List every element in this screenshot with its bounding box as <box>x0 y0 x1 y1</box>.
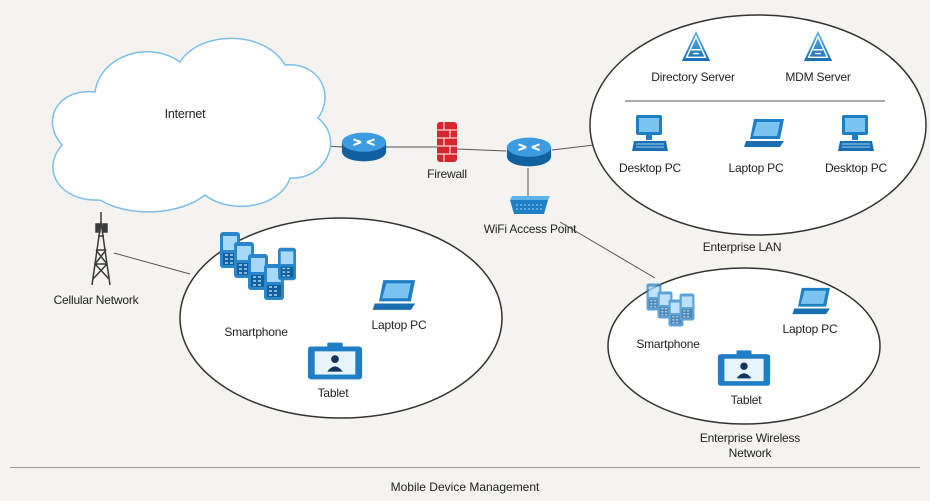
firewall-icon <box>437 122 457 162</box>
enterprise-wireless-label: Enterprise Wireless Network <box>699 431 801 460</box>
cell-tower-icon <box>91 212 111 286</box>
figure-caption: Mobile Device Management <box>390 480 540 494</box>
cell-laptop-label: Laptop PC <box>371 318 427 332</box>
cloud-icon <box>51 37 332 213</box>
connection-lines <box>113 144 656 279</box>
cellular-label: Cellular Network <box>53 293 139 307</box>
wl-smartphone-label: Smartphone <box>636 337 700 351</box>
tablet-icon <box>307 342 363 380</box>
wl-tablet-label: Tablet <box>730 393 762 407</box>
wifi-ap-label: WiFi Access Point <box>483 222 577 236</box>
link-ap-wireless <box>559 221 656 279</box>
internet-label: Internet <box>164 107 206 121</box>
wl-laptop-label: Laptop PC <box>782 322 838 336</box>
enterprise-lan-label: Enterprise LAN <box>702 240 782 254</box>
access-point-icon <box>510 196 550 214</box>
lan-desktop-label: Desktop PC <box>824 161 888 175</box>
link-tower-cell <box>113 252 191 275</box>
cell-tablet-label: Tablet <box>317 386 349 400</box>
directory-server-label: Directory Server <box>651 70 735 84</box>
tablet-icon <box>717 350 771 386</box>
router-icon <box>340 131 388 163</box>
firewall-label: Firewall <box>427 167 467 181</box>
lan-desktop-label: Desktop PC <box>618 161 682 175</box>
cell-smartphone-label: Smartphone <box>224 325 288 339</box>
mdm-server-label: MDM Server <box>785 70 851 84</box>
caption-divider <box>10 467 920 468</box>
link-firewall-router <box>456 148 507 152</box>
lan-laptop-label: Laptop PC <box>728 161 784 175</box>
link-router-lan <box>551 144 595 151</box>
router-icon <box>505 136 553 168</box>
